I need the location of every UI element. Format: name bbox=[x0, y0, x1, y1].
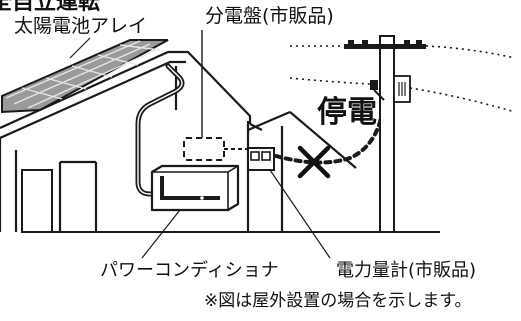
door bbox=[21, 169, 53, 233]
power-outage-label: 停電 bbox=[317, 95, 377, 130]
overhead-wires bbox=[289, 45, 516, 113]
distribution-panel-label: 分電盤(市販品) bbox=[205, 5, 334, 27]
distribution-panel bbox=[183, 30, 248, 161]
power-conditioner bbox=[150, 164, 240, 212]
installation-note: ※図は屋外設置の場合を示します。 bbox=[204, 291, 472, 311]
heading-partial: 全自立運転 bbox=[0, 0, 100, 15]
leader-lines bbox=[69, 37, 331, 259]
solar-array bbox=[0, 39, 169, 114]
cross-icon bbox=[297, 145, 331, 179]
utility-line-dashed bbox=[274, 98, 386, 165]
solar-array-label: 太陽電池アレイ bbox=[14, 15, 148, 37]
power-conditioner-label: パワーコンディショナ bbox=[100, 260, 279, 281]
house bbox=[0, 50, 357, 232]
power-meter bbox=[247, 147, 275, 171]
power-meter-label: 電力量計(市販品) bbox=[336, 260, 477, 281]
utility-pole-icon bbox=[344, 35, 426, 233]
